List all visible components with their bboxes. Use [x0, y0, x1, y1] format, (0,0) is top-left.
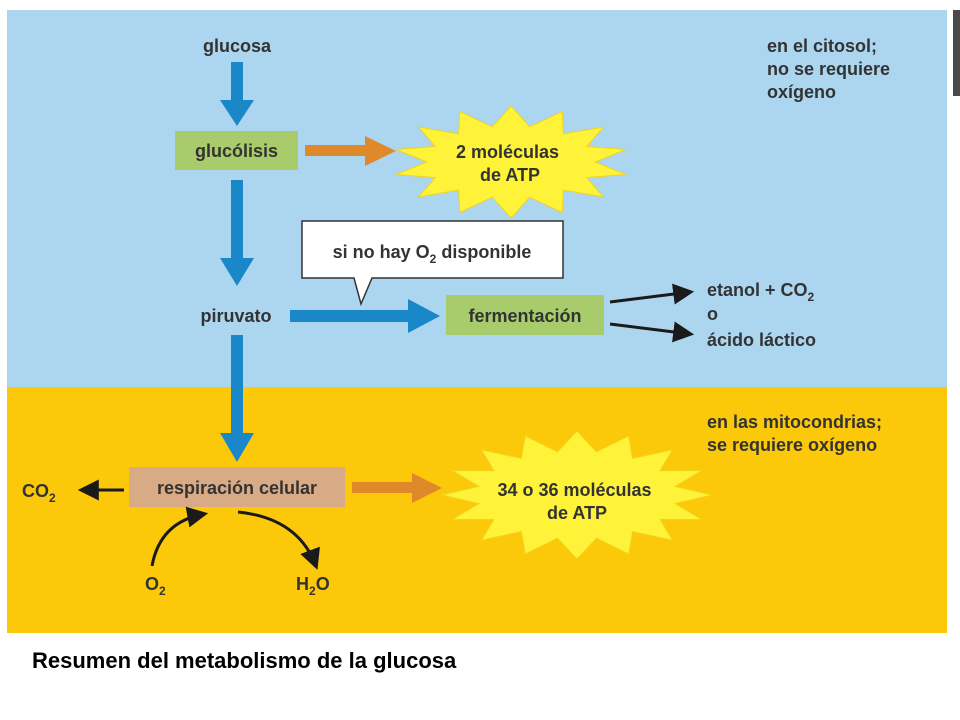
mito-label-line2: se requiere oxígeno	[707, 435, 877, 455]
fermentation-to-ethanol-arrow	[609, 283, 695, 305]
fermentation-box	[446, 295, 604, 335]
respiration-box	[129, 467, 345, 507]
respiration-atp-burst	[441, 430, 713, 560]
co2-subscript: 2	[49, 491, 56, 505]
lactic-acid-label: ácido láctico	[707, 330, 816, 350]
ethanol-co2-label: etanol + CO2	[707, 280, 815, 304]
no-oxygen-callout-text: si no hay O2 disponible	[333, 242, 532, 266]
fermentation-to-lactic-arrow	[609, 321, 695, 343]
mito-label-line1: en las mitocondrias;	[707, 412, 882, 432]
glucose-to-glycolysis-arrow	[220, 62, 254, 126]
glycolysis-atp-burst	[395, 105, 627, 219]
callout-subscript: 2	[430, 252, 437, 266]
glycolysis-atp-line1: 2 moléculas	[456, 142, 559, 162]
fermentation-label: fermentación	[468, 306, 581, 326]
glycolysis-box	[175, 131, 298, 170]
glycolysis-atp-arrow	[305, 136, 396, 166]
o2-text: O	[145, 574, 159, 594]
cytosol-label-line2: no se requiere	[767, 59, 890, 79]
h2o-label: H2O	[296, 574, 330, 598]
or-label: o	[707, 304, 718, 324]
callout-suffix: disponible	[436, 242, 531, 262]
mitochondria-zone-label: en las mitocondrias; se requiere oxígeno	[707, 412, 887, 455]
co2-text: CO	[22, 481, 49, 501]
o2-label: O2	[145, 574, 166, 598]
respiration-label: respiración celular	[157, 478, 317, 498]
respiration-atp-text: 34 o 36 moléculas de ATP	[497, 480, 656, 523]
ethanol-co2-subscript: 2	[808, 290, 815, 304]
glycolysis-atp-text: 2 moléculas de ATP	[456, 142, 564, 185]
cytosol-zone-label: en el citosol; no se requiere oxígeno	[767, 36, 895, 102]
no-oxygen-callout: si no hay O2 disponible	[301, 220, 564, 307]
o2-to-respiration-arrow	[150, 506, 209, 567]
co2-label: CO2	[22, 481, 56, 505]
respiration-atp-line1: 34 o 36 moléculas	[497, 480, 651, 500]
glycolysis-label: glucólisis	[195, 141, 278, 161]
pyruvate-to-respiration-arrow	[220, 335, 254, 462]
respiration-atp-arrow	[352, 473, 442, 503]
glycolysis-to-pyruvate-arrow	[220, 180, 254, 286]
cytosol-label-line1: en el citosol;	[767, 36, 877, 56]
callout-prefix: si no hay O	[333, 242, 430, 262]
ethanol-text: etanol + CO	[707, 280, 808, 300]
h2o-h-text: H	[296, 574, 309, 594]
h2o-o-text: O	[316, 574, 330, 594]
glycolysis-atp-line2: de ATP	[480, 165, 540, 185]
cytosol-label-line3: oxígeno	[767, 82, 836, 102]
respiration-atp-line2: de ATP	[547, 503, 607, 523]
figure-caption: Resumen del metabolismo de la glucosa	[32, 648, 457, 673]
h2o-subscript: 2	[309, 584, 316, 598]
glucose-metabolism-diagram: en el citosol; no se requiere oxígeno en…	[7, 10, 947, 633]
respiration-to-h2o-arrow	[237, 510, 320, 570]
glucose-label: glucosa	[203, 36, 272, 56]
right-edge-strip	[953, 10, 960, 96]
o2-subscript: 2	[159, 584, 166, 598]
pyruvate-label: piruvato	[200, 306, 271, 326]
pyruvate-to-fermentation-arrow	[290, 299, 440, 333]
